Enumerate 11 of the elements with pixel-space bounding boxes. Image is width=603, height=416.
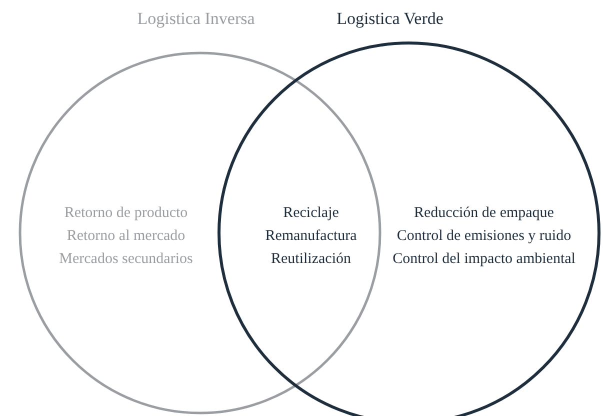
set-title: Logistica Verde [336,8,444,30]
overlap-item: Reutilización [271,250,351,269]
set-title: Logistica Inversa [137,8,255,30]
list-item: Control del impacto ambiental [392,250,576,269]
list-item: Reducción de empaque [414,204,554,223]
list-item: Retorno al mercado [66,227,186,246]
list-item: Retorno de producto [64,204,188,223]
list-item: Control de emisiones y ruido [396,227,572,246]
list-item: Mercados secundarios [59,250,193,269]
overlap-item: Remanufactura [265,227,357,246]
overlap-item: Reciclaje [283,204,339,223]
